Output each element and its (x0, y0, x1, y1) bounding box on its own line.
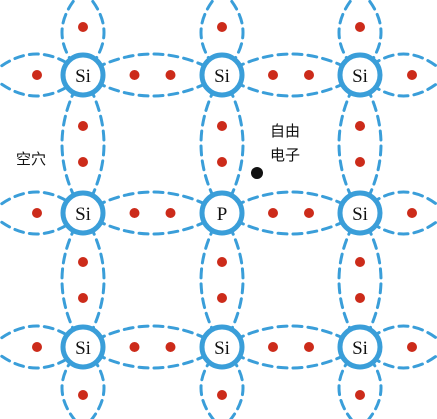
bond-line-horizontal (358, 211, 437, 236)
atom-label: Si (75, 338, 91, 359)
electron-dot (78, 121, 88, 131)
bond-line-vertical (220, 345, 245, 419)
electron-dot (407, 208, 417, 218)
electron-dot (129, 342, 140, 352)
atom-r1-c2: Si (199, 52, 245, 98)
bond-line-horizontal (358, 190, 437, 215)
bond-line-vertical (60, 345, 85, 419)
electron-dot (355, 390, 365, 400)
bond-line-horizontal (358, 52, 437, 77)
valence-electrons (32, 22, 417, 400)
electron-dot (268, 342, 278, 352)
bond-line-horizontal (358, 345, 437, 370)
electron-dot (217, 121, 227, 131)
free-electron-dot (251, 167, 263, 179)
atoms: Si Si Si Si P Si Si Si (60, 52, 383, 370)
atom-r3-c1: Si (60, 324, 106, 370)
electron-dot (129, 208, 140, 218)
electron-dot (165, 342, 176, 352)
bond-line-vertical (337, 345, 362, 419)
electron-dot (407, 70, 417, 80)
electron-dot (355, 22, 365, 32)
bond-line-vertical (81, 345, 106, 419)
electron-dot (304, 208, 314, 218)
electron-dot (32, 70, 42, 80)
bond-line-vertical (199, 345, 224, 419)
atom-r2-c3: Si (337, 190, 383, 236)
atom-r3-c2: Si (199, 324, 245, 370)
electron-dot (165, 70, 176, 80)
electron-dot (355, 157, 365, 167)
electron-dot (355, 293, 365, 303)
hole-label: 空穴 (16, 150, 46, 168)
electron-dot (165, 208, 176, 218)
electron-dot (32, 342, 42, 352)
electron-dot (268, 208, 278, 218)
atom-r2-c2-phosphorus: P (199, 190, 245, 236)
atom-label: Si (214, 66, 230, 87)
atom-r1-c1: Si (60, 52, 106, 98)
atom-r2-c1: Si (60, 190, 106, 236)
free-electron-label-line1: 自由 (270, 122, 300, 140)
atom-ring (337, 190, 383, 236)
electron-dot (304, 70, 314, 80)
electron-dot (217, 293, 227, 303)
electron-dot (78, 257, 88, 267)
electron-dot (78, 157, 88, 167)
free-electron-label-line2: 电子 (270, 146, 300, 164)
atom-ring (60, 324, 106, 370)
electron-dot (355, 257, 365, 267)
electron-dot (78, 293, 88, 303)
bond-line-vertical (358, 345, 383, 419)
atom-ring (337, 324, 383, 370)
electron-dot (217, 22, 227, 32)
electron-dot (32, 208, 42, 218)
atom-ring (199, 324, 245, 370)
atom-label: Si (75, 66, 91, 87)
atom-label: Si (75, 204, 91, 225)
electron-dot (129, 70, 140, 80)
electron-dot (355, 121, 365, 131)
bond-line-horizontal (358, 324, 437, 349)
electron-dot (78, 22, 88, 32)
electron-dot (268, 70, 278, 80)
atom-r3-c3: Si (337, 324, 383, 370)
atom-label: Si (352, 66, 368, 87)
atom-ring (337, 52, 383, 98)
electron-dot (217, 257, 227, 267)
bond-line-horizontal (358, 73, 437, 98)
electron-dot (217, 157, 227, 167)
atom-ring (199, 190, 245, 236)
atom-ring (60, 190, 106, 236)
atom-r1-c3: Si (337, 52, 383, 98)
electron-dot (304, 342, 314, 352)
electron-dot (407, 342, 417, 352)
atom-label: P (217, 204, 228, 225)
atom-label: Si (352, 338, 368, 359)
atom-label: Si (352, 204, 368, 225)
atom-ring (199, 52, 245, 98)
electron-dot (217, 390, 227, 400)
electron-dot (78, 390, 88, 400)
atom-ring (60, 52, 106, 98)
atom-label: Si (214, 338, 230, 359)
